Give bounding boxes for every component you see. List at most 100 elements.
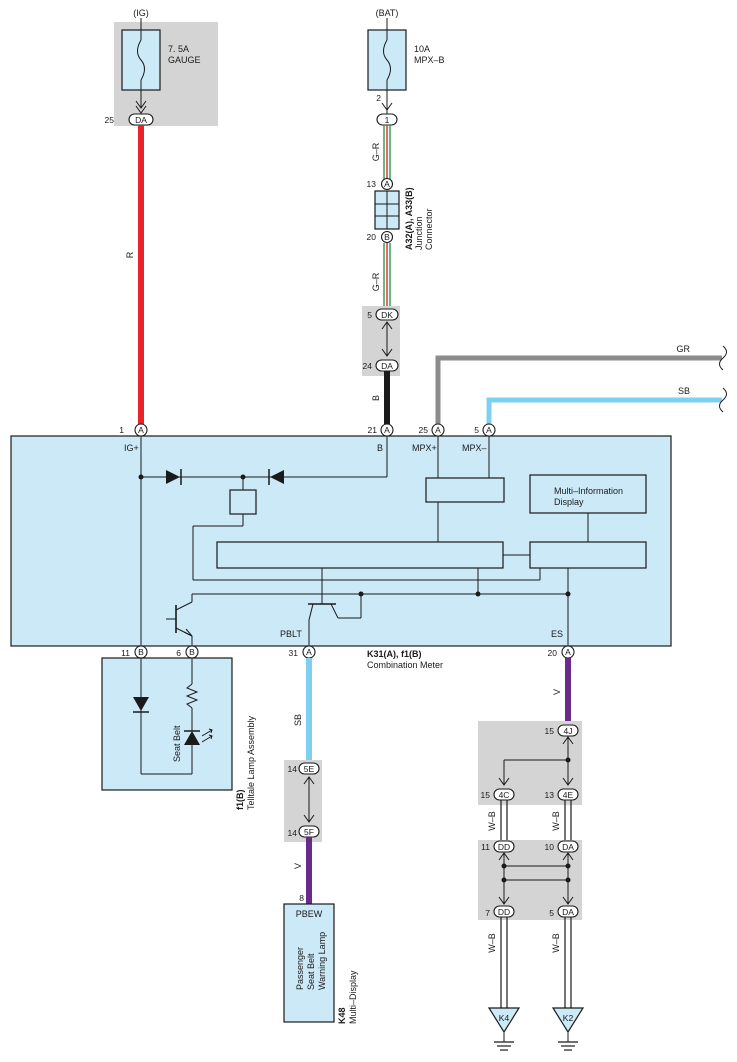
meter-cpu-box [216,541,504,569]
ground-k2-label: K2 [563,1013,574,1023]
diode-icon [133,697,149,711]
ground-k2: K2 [551,1007,585,1051]
ground-connector-block-lower: 11 DD 10 DA 7 DD 5 DA [478,840,582,920]
junction-name1: Junction [414,216,424,250]
meter-id: K31(A), f1(B) [367,649,422,659]
arrow-down-icon [135,100,147,109]
arrow-down-icon [498,777,510,786]
meter-relay-box [229,489,257,515]
meter-conn-25-label: A [435,425,441,435]
connector-da-mid-label: DA [381,361,393,371]
wire-gray-break [719,345,727,371]
fuse-bat-group: (BAT) 10A MPX–B 2 1 [367,8,445,126]
c4j-pin: 15 [545,726,555,736]
arrow-up-icon [562,736,574,745]
wire-wb-2-label: W–B [551,811,561,831]
wire-gr-top-label: G–R [371,142,381,161]
fuse-ig-group: (IG) 7. 5A GAUGE 25 DA [105,8,218,126]
meter-mpx-box [425,477,505,503]
wire-wb-3-label: W–B [487,933,497,953]
connector-4c [493,788,515,801]
wire-black-label: B [371,395,381,401]
multi-display-lamp2: Seat Belt [306,953,316,990]
junction-id: A32(A), A33(B) [404,187,414,250]
wire-wb-lower [500,917,572,1008]
multi-display-id: K48 [337,1007,347,1024]
c5e-pin: 14 [288,764,298,774]
fuse-bat-name: MPX–B [414,55,445,65]
dk-pin: 5 [367,310,372,320]
cda1-pin: 10 [545,842,555,852]
wire-purple-right-label: V [552,689,562,695]
wire-wb-upper [500,800,572,842]
c5f-pin: 14 [288,828,298,838]
arrow-down-icon [381,348,393,357]
meter-body [10,435,672,647]
meter-pin-31: 31 [289,648,299,658]
meter-conn-20-label: A [565,647,571,657]
inline-connector-dk-da: 5 DK 24 DA [362,306,400,376]
junction-b-pin: 20 [367,232,377,242]
meter-pin-6: 6 [176,648,181,658]
cdd2-pin: 7 [485,908,490,918]
fuse-ig-element [137,39,145,81]
fuse-bat-pin: 2 [376,93,381,103]
connector-da-2 [557,905,579,918]
resistor-icon [185,683,199,709]
meter-label-ig: IG+ [124,443,139,453]
arrow-down-icon [381,102,393,111]
junction-b-conn-label: B [384,232,390,242]
arrow-down-icon [562,896,574,905]
junction-b-conn [380,230,394,244]
multi-display-lamp3: Warning Lamp [317,932,327,990]
mid-label: Multi–Information [554,486,623,496]
wire-green-red-bottom [383,243,391,310]
meter-label-b: B [377,443,383,453]
junction-a-conn-label: A [384,179,390,189]
connector-5e-label: 5E [304,764,315,774]
telltale-body [101,657,233,791]
meter-label-pblt: PBLT [280,629,302,639]
telltale-id: f1(B) [235,790,245,811]
meter-label-mpxp: MPX+ [412,443,437,453]
fuse-bat-rating: 10A [414,44,430,54]
wire-green-red-top [383,125,391,180]
connector-5e [298,762,320,775]
connector-dk [375,308,399,321]
multi-display-body [283,903,335,1023]
combination-meter: 1 A IG+ 21 A B 25 A MPX+ 5 A MPX– [10,423,672,670]
wire-sky-label: SB [678,386,690,396]
da-pin: 24 [363,361,373,371]
wire-wb-4-label: W–B [551,933,561,953]
connector-dk-label: DK [381,310,393,320]
fuse-ig-source: (IG) [133,8,149,18]
meter-conn-5-label: A [486,425,492,435]
connector-da-1-label: DA [562,842,574,852]
connector-dd-2 [493,905,515,918]
led-icon [184,731,200,745]
pbew-pin: 8 [299,893,304,903]
arrow-down-icon [498,896,510,905]
arrow-down-icon [562,777,574,786]
ground-connector-block-upper: 15 4J 15 4C 13 4E [478,721,582,805]
connector-dd-1-label: DD [498,842,510,852]
meter-pin-25: 25 [419,425,429,435]
wire-gray [435,355,722,424]
junction-a-pin: 13 [367,179,377,189]
telltale-name: Telltale Lamp Assembly [246,715,256,810]
ground-triangle-icon [551,1007,585,1034]
connector-4j-label: 4J [564,726,573,736]
wire-sky-lower-label: SB [293,714,303,726]
telltale-lamp-label: Seat Belt [172,725,182,762]
wire-sky-break [719,387,727,413]
wire-wb-1-label: W–B [487,811,497,831]
fuse-bat-element [383,39,391,81]
wire-sky [486,397,722,424]
multi-information-display-box [529,474,647,514]
connector-4c-label: 4C [499,790,510,800]
transistor-left-icon [166,594,193,646]
connector-5e-5f: 14 5E 14 5F [284,760,322,842]
junction-name2: Connector [424,208,434,250]
ground-triangle-icon [487,1007,521,1034]
